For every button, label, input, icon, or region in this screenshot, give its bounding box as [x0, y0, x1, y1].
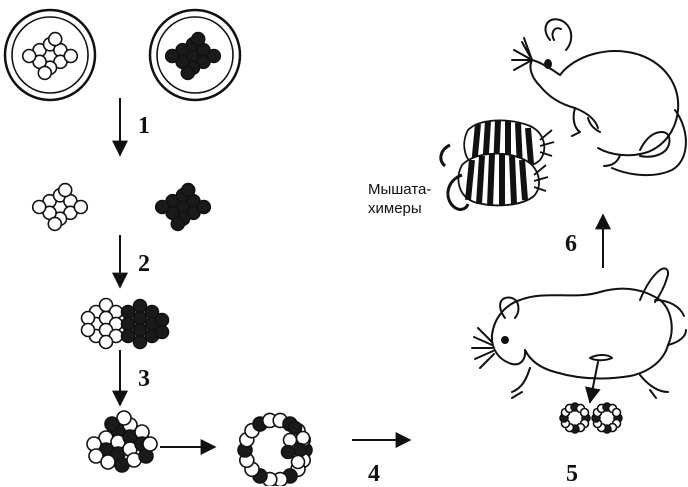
step-label-2: 2: [138, 252, 150, 276]
dark-cell: [134, 336, 147, 349]
small-blastocyst-cell: [613, 409, 621, 417]
cell: [59, 184, 72, 197]
white-embryo-with-zona: [5, 10, 95, 100]
cell: [23, 50, 36, 63]
inner-cell: [282, 446, 295, 459]
white-cell-cluster-denuded: [33, 184, 88, 231]
cell: [38, 66, 51, 79]
cell: [182, 184, 195, 197]
dark-cell-cluster: [166, 33, 221, 80]
mixed-morula: [87, 411, 157, 472]
chimera-pups: [441, 120, 554, 209]
dark-cell: [122, 318, 135, 331]
dark-cell: [156, 314, 169, 327]
step-label-1: 1: [138, 114, 150, 138]
chimera-caption-line2: химеры: [368, 199, 431, 218]
white-cell: [100, 336, 113, 349]
cell: [166, 50, 179, 63]
mixed-cell: [143, 437, 157, 451]
cell: [192, 33, 205, 46]
step-label-4: 4: [368, 462, 380, 486]
step-label-5: 5: [566, 462, 578, 486]
surrogate-mother-mouse: [472, 268, 686, 402]
cell: [74, 201, 87, 214]
dark-cell: [134, 312, 147, 325]
chimera-caption: Мышата- химеры: [368, 180, 431, 218]
inner-cell: [292, 456, 305, 469]
dark-cell: [156, 326, 169, 339]
mixed-cell: [101, 455, 115, 469]
mixed-cell: [105, 417, 119, 431]
cell: [48, 217, 61, 230]
small-blastocyst-cell: [581, 409, 589, 417]
dark-cell: [122, 330, 135, 343]
white-cell: [82, 324, 95, 337]
dark-cell: [122, 306, 135, 319]
chimeric-blastocyst: [238, 413, 312, 486]
chimera-caption-line1: Мышата-: [368, 180, 431, 199]
dark-cell: [134, 300, 147, 313]
cell: [64, 50, 77, 63]
dark-cell-cluster-denuded: [156, 184, 211, 231]
white-cell-cluster: [23, 33, 78, 80]
aggregated-embryo: [82, 299, 169, 349]
inner-cell: [294, 444, 307, 457]
cell: [181, 66, 194, 79]
inner-cell: [284, 434, 297, 447]
cell: [207, 50, 220, 63]
cell: [156, 201, 169, 214]
inner-cell: [297, 432, 310, 445]
cell: [171, 217, 184, 230]
cell: [197, 201, 210, 214]
white-cell: [82, 312, 95, 325]
cell: [49, 33, 62, 46]
transferred-blastocysts: [560, 403, 622, 433]
cell: [33, 201, 46, 214]
dark-cell: [134, 324, 147, 337]
dark-embryo-with-zona: [150, 10, 240, 100]
step-label-3: 3: [138, 367, 150, 391]
step-label-6: 6: [565, 232, 577, 256]
